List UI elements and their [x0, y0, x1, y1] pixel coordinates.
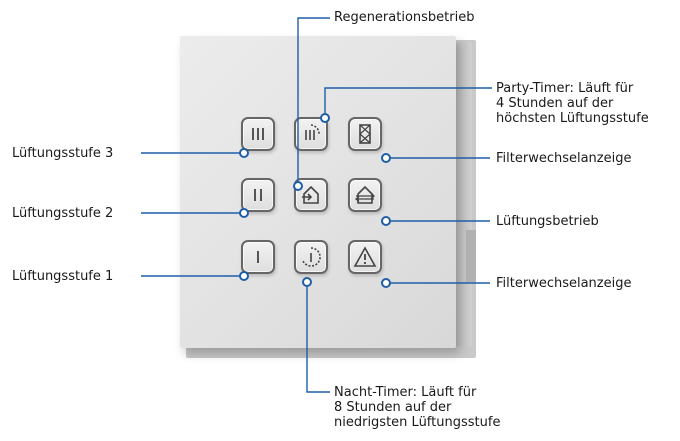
ventilation-mode-icon	[354, 185, 375, 204]
label-stufe-1: Lüftungsstufe 1	[12, 269, 114, 284]
panel-mount-tab	[466, 230, 476, 282]
one-bar-icon	[257, 251, 259, 263]
label-stufe-3: Lüftungsstufe 3	[12, 146, 114, 161]
anchor-stufe-2	[239, 208, 249, 218]
anchor-filter-bottom	[381, 278, 391, 288]
night-timer-line-2: 8 Stunden auf der	[334, 400, 452, 415]
warning-icon	[353, 246, 377, 267]
anchor-betrieb	[381, 216, 391, 226]
anchor-party-timer	[320, 113, 330, 123]
key-warning[interactable]	[348, 240, 382, 274]
label-regeneration: Regenerationsbetrieb	[334, 10, 475, 25]
anchor-night-timer	[302, 277, 312, 287]
regeneration-icon	[302, 185, 319, 204]
anchor-regeneration	[293, 181, 303, 191]
key-ventilation-mode[interactable]	[348, 178, 382, 212]
filter-icon	[359, 124, 371, 144]
label-night-timer: Nacht-Timer: Läuft für 8 Stunden auf der…	[334, 385, 500, 430]
party-timer-icon	[305, 124, 320, 140]
three-bars-icon	[252, 128, 264, 140]
key-filter[interactable]	[348, 117, 382, 151]
anchor-filter-top	[381, 153, 391, 163]
party-timer-line-2: 4 Stunden auf der	[496, 96, 614, 111]
label-filter-top: Filterwechselanzeige	[496, 151, 632, 166]
label-stufe-2: Lüftungsstufe 2	[12, 206, 114, 221]
key-stufe-3[interactable]	[241, 117, 275, 151]
anchor-stufe-3	[239, 148, 249, 158]
party-timer-line-3: höchsten Lüftungsstufe	[496, 111, 649, 126]
two-bars-icon	[254, 189, 262, 201]
key-stufe-2[interactable]	[241, 178, 275, 212]
night-timer-line-1: Nacht-Timer: Läuft für	[334, 385, 477, 400]
night-timer-line-3: niedrigsten Lüftungsstufe	[334, 415, 501, 430]
night-timer-icon	[302, 247, 321, 267]
key-night-timer[interactable]	[294, 240, 328, 274]
label-filter-bottom: Filterwechselanzeige	[496, 276, 632, 291]
party-timer-line-1: Party-Timer: Läuft für	[496, 81, 634, 96]
leader-regeneration	[297, 17, 330, 186]
label-betrieb: Lüftungsbetrieb	[496, 214, 599, 229]
leader-party-timer	[324, 87, 492, 118]
anchor-stufe-1	[239, 271, 249, 281]
key-stufe-1[interactable]	[241, 240, 275, 274]
label-party-timer: Party-Timer: Läuft für 4 Stunden auf der…	[496, 81, 649, 126]
leader-night-timer	[306, 282, 330, 393]
